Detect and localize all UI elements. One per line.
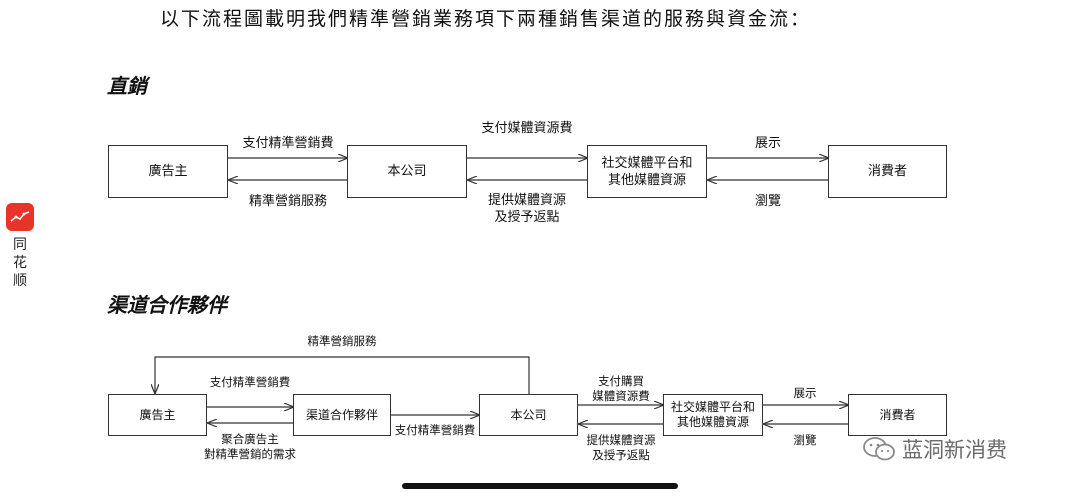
- direct-consumer-box: 消費者: [828, 145, 947, 198]
- channel-pay-precision-2-label: 支付精準營銷費: [394, 423, 476, 437]
- direct-platform-label-line2: 其他媒體資源: [607, 172, 686, 188]
- direct-pay-media-label: 支付媒體資源費: [481, 121, 573, 136]
- direct-platform-label-line1: 社交媒體平台和: [601, 155, 693, 171]
- channel-consumer-label: 消費者: [879, 407, 916, 422]
- channel-display-label: 展示: [793, 386, 817, 400]
- arrow-channel-top-service: [155, 356, 530, 394]
- direct-display-label: 展示: [754, 136, 782, 151]
- direct-platform-box: 社交媒體平台和 其他媒體資源: [587, 145, 707, 198]
- direct-advertiser-label: 廣告主: [148, 164, 188, 179]
- direct-section-title: 直銷: [107, 74, 147, 98]
- channel-company-box: 本公司: [479, 394, 578, 436]
- direct-provide-media-line2: 及授予返點: [494, 210, 560, 225]
- home-indicator[interactable]: [402, 483, 678, 489]
- channel-partner-label: 渠道合作夥伴: [305, 407, 378, 422]
- channel-aggregate-line2: 對精準營銷的需求: [204, 447, 296, 461]
- direct-company-box: 本公司: [347, 145, 467, 198]
- channel-pay-purchase-line2: 媒體資源費: [592, 389, 650, 403]
- channel-provide-media-label: 提供媒體資源 及授予返點: [587, 433, 656, 463]
- app-name-char-2: 花: [13, 255, 27, 271]
- channel-section-title: 渠道合作夥伴: [107, 293, 227, 317]
- direct-provide-media-line1: 提供媒體資源: [487, 193, 567, 208]
- intro-text: 以下流程圖載明我們精準營銷業務項下兩種銷售渠道的服務與資金流：: [160, 8, 812, 30]
- direct-precision-service-label: 精準營銷服務: [248, 194, 328, 209]
- channel-browse-label: 瀏覽: [793, 433, 817, 447]
- channel-provide-media-line2: 及授予返點: [592, 448, 650, 462]
- tonghuashun-app-icon[interactable]: [6, 203, 34, 231]
- channel-pay-purchase-line1: 支付購買: [598, 374, 644, 388]
- direct-consumer-label: 消費者: [867, 164, 907, 179]
- wechat-watermark: 蓝洞新消费: [862, 434, 1007, 464]
- channel-platform-label-line2: 其他媒體資源: [676, 415, 749, 429]
- channel-top-service-label: 精準營銷服務: [307, 334, 377, 348]
- direct-company-label: 本公司: [387, 164, 427, 179]
- channel-company-label: 本公司: [510, 407, 547, 422]
- channel-consumer-box: 消費者: [848, 394, 947, 436]
- channel-aggregate-line1: 聚合廣告主: [221, 432, 279, 446]
- channel-platform-box: 社交媒體平台和 其他媒體資源: [663, 394, 763, 436]
- watermark-text: 蓝洞新消费: [902, 438, 1007, 462]
- direct-provide-media-label: 提供媒體資源 及授予返點: [488, 192, 566, 226]
- app-name-char-3: 顺: [13, 273, 27, 289]
- chart-icon: [10, 211, 30, 222]
- channel-pay-precision-1-label: 支付精準營銷費: [209, 375, 291, 389]
- channel-partner-box: 渠道合作夥伴: [293, 394, 391, 436]
- channel-advertiser-label: 廣告主: [139, 407, 176, 422]
- channel-provide-media-line1: 提供媒體資源: [586, 433, 656, 447]
- channel-pay-purchase-label: 支付購買 媒體資源費: [592, 374, 650, 404]
- direct-advertiser-box: 廣告主: [108, 145, 228, 198]
- tonghuashun-app-name: 同 花 顺: [10, 236, 30, 290]
- wechat-icon: [863, 437, 895, 461]
- channel-advertiser-box: 廣告主: [108, 394, 207, 436]
- direct-browse-label: 瀏覽: [754, 194, 782, 209]
- app-name-char-1: 同: [13, 237, 27, 253]
- channel-platform-label-line1: 社交媒體平台和: [670, 400, 755, 414]
- direct-pay-precision-label: 支付精準營銷費: [242, 136, 334, 151]
- channel-aggregate-label: 聚合廣告主 對精準營銷的需求: [204, 432, 296, 462]
